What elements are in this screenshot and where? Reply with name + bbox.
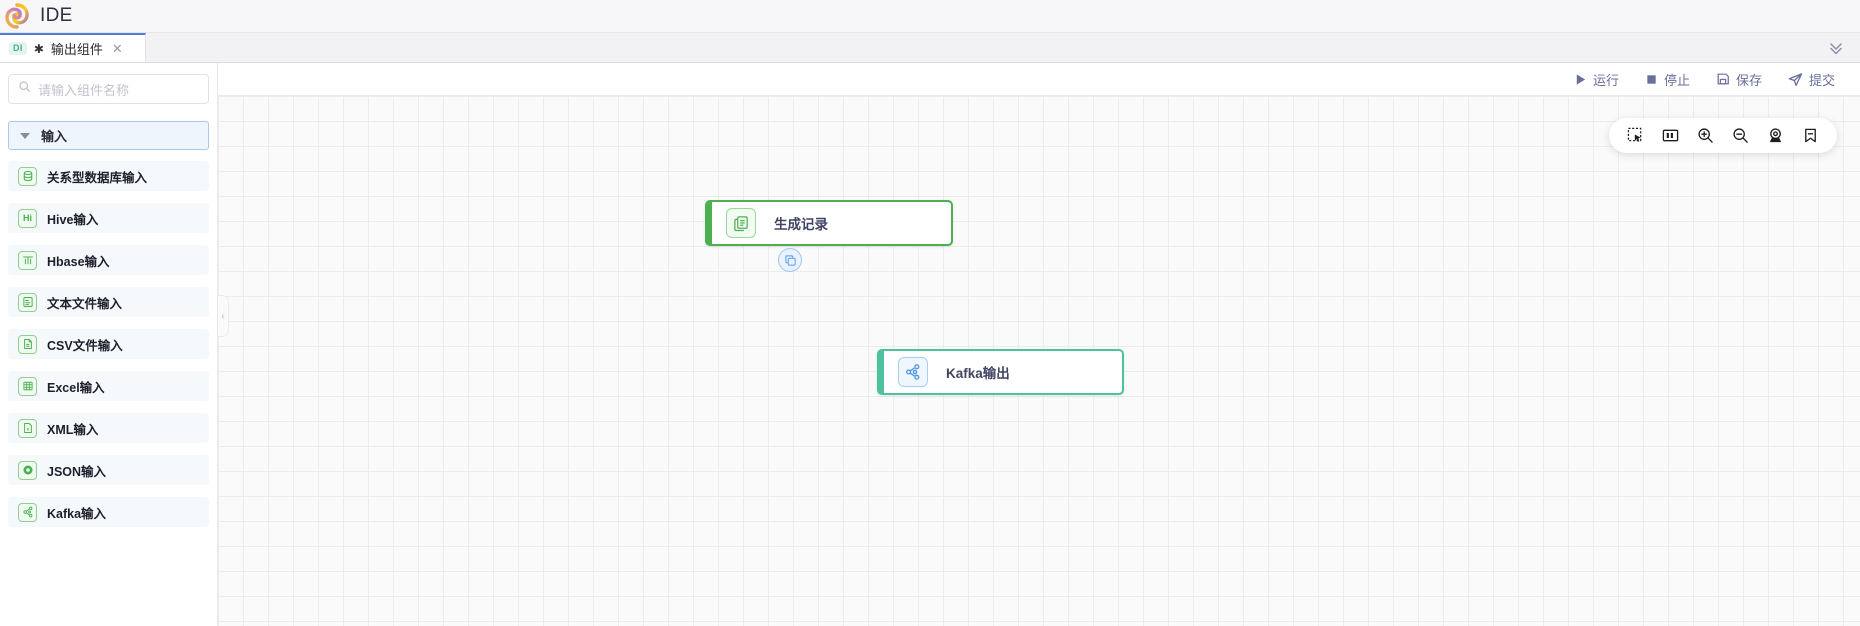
search-input[interactable]: 请输入组件名称: [8, 74, 209, 104]
app-title: IDE: [40, 5, 73, 26]
submit-button[interactable]: 提交: [1788, 70, 1835, 89]
body-wrapper: 请输入组件名称 输入 关系型数据库输入 Hi Hive输入: [0, 63, 1860, 626]
locate-node-icon[interactable]: [1767, 127, 1784, 144]
component-item-xml[interactable]: x XML输入: [8, 413, 209, 443]
flow-node-kafka-output[interactable]: Kafka输出: [877, 349, 1124, 395]
component-label: Hive输入: [47, 212, 99, 227]
kafka-icon: [898, 357, 928, 387]
component-label: Excel输入: [47, 380, 105, 395]
stop-label: 停止: [1663, 72, 1690, 88]
database-icon: [18, 166, 37, 186]
fit-to-screen-icon[interactable]: [1662, 127, 1679, 144]
zoom-in-icon[interactable]: [1697, 127, 1714, 144]
hbase-icon: [18, 250, 37, 270]
records-icon: [726, 208, 756, 238]
caret-down-icon: [20, 132, 30, 139]
save-icon: [1717, 73, 1729, 85]
swirl-logo-icon: [4, 3, 30, 29]
flow-edges: [218, 96, 518, 246]
sidebar-group-input[interactable]: 输入: [8, 121, 209, 150]
bookmark-icon[interactable]: [1802, 127, 1819, 144]
component-label: 文本文件输入: [47, 296, 123, 311]
search-icon: [18, 80, 31, 98]
component-item-csv-file[interactable]: CSV文件输入: [8, 329, 209, 359]
chevron-left-icon[interactable]: ‹: [218, 295, 229, 337]
component-item-excel[interactable]: Excel输入: [8, 371, 209, 401]
component-sidebar: 请输入组件名称 输入 关系型数据库输入 Hi Hive输入: [0, 63, 218, 626]
tab-label: 输出组件: [50, 42, 103, 57]
flow-canvas[interactable]: 生成记录 Kafka输出: [218, 96, 1860, 626]
component-item-relational-db[interactable]: 关系型数据库输入: [8, 161, 209, 191]
svg-text:x: x: [26, 427, 29, 432]
chevron-double-down-icon[interactable]: [1812, 33, 1860, 62]
sidebar-group-label: 输入: [41, 129, 68, 144]
canvas-zoom-toolbar: [1609, 118, 1837, 153]
tab-modified-indicator: ✱: [33, 41, 44, 56]
zoom-out-icon[interactable]: [1732, 127, 1749, 144]
component-label: Hbase输入: [47, 254, 110, 269]
json-icon: [18, 460, 37, 480]
component-label: XML输入: [47, 422, 99, 437]
component-label: CSV文件输入: [47, 338, 123, 353]
tab-bar: DI ✱ 输出组件 ✕: [0, 33, 1860, 63]
marquee-select-icon[interactable]: [1627, 127, 1644, 144]
component-item-kafka[interactable]: Kafka输入: [8, 497, 209, 527]
component-item-text-file[interactable]: 文本文件输入: [8, 287, 209, 317]
component-item-hbase[interactable]: Hbase输入: [8, 245, 209, 275]
node-label: 生成记录: [774, 217, 828, 232]
component-label: JSON输入: [47, 464, 107, 479]
send-icon: [1788, 72, 1803, 86]
run-button[interactable]: 运行: [1574, 70, 1619, 89]
close-icon[interactable]: ✕: [111, 41, 123, 56]
component-item-hive[interactable]: Hi Hive输入: [8, 203, 209, 233]
stop-button[interactable]: 停止: [1645, 70, 1690, 89]
csv-file-icon: [18, 334, 37, 354]
xml-file-icon: x: [18, 418, 37, 438]
canvas-action-toolbar: 运行 停止 保存 提交: [218, 63, 1860, 96]
component-label: 关系型数据库输入: [47, 170, 148, 185]
hive-icon: Hi: [18, 208, 37, 228]
component-item-json[interactable]: JSON输入: [8, 455, 209, 485]
node-label: Kafka输出: [946, 366, 1010, 381]
excel-icon: [18, 376, 37, 396]
submit-label: 提交: [1808, 72, 1835, 88]
save-button[interactable]: 保存: [1716, 70, 1762, 89]
app-header: IDE: [0, 0, 1860, 33]
canvas-area: 运行 停止 保存 提交: [218, 63, 1860, 626]
tab-type-badge: DI: [9, 42, 27, 55]
component-label: Kafka输入: [47, 506, 107, 521]
stop-icon: [1647, 74, 1656, 84]
run-label: 运行: [1592, 72, 1619, 88]
search-placeholder: 请输入组件名称: [38, 82, 130, 98]
flow-node-generate-records[interactable]: 生成记录: [705, 200, 953, 246]
save-label: 保存: [1735, 72, 1762, 88]
tab-output-component[interactable]: DI ✱ 输出组件 ✕: [0, 33, 146, 62]
text-file-icon: [18, 292, 37, 312]
kafka-icon: [18, 502, 37, 522]
copy-icon[interactable]: [778, 248, 802, 272]
play-icon: [1576, 73, 1586, 85]
